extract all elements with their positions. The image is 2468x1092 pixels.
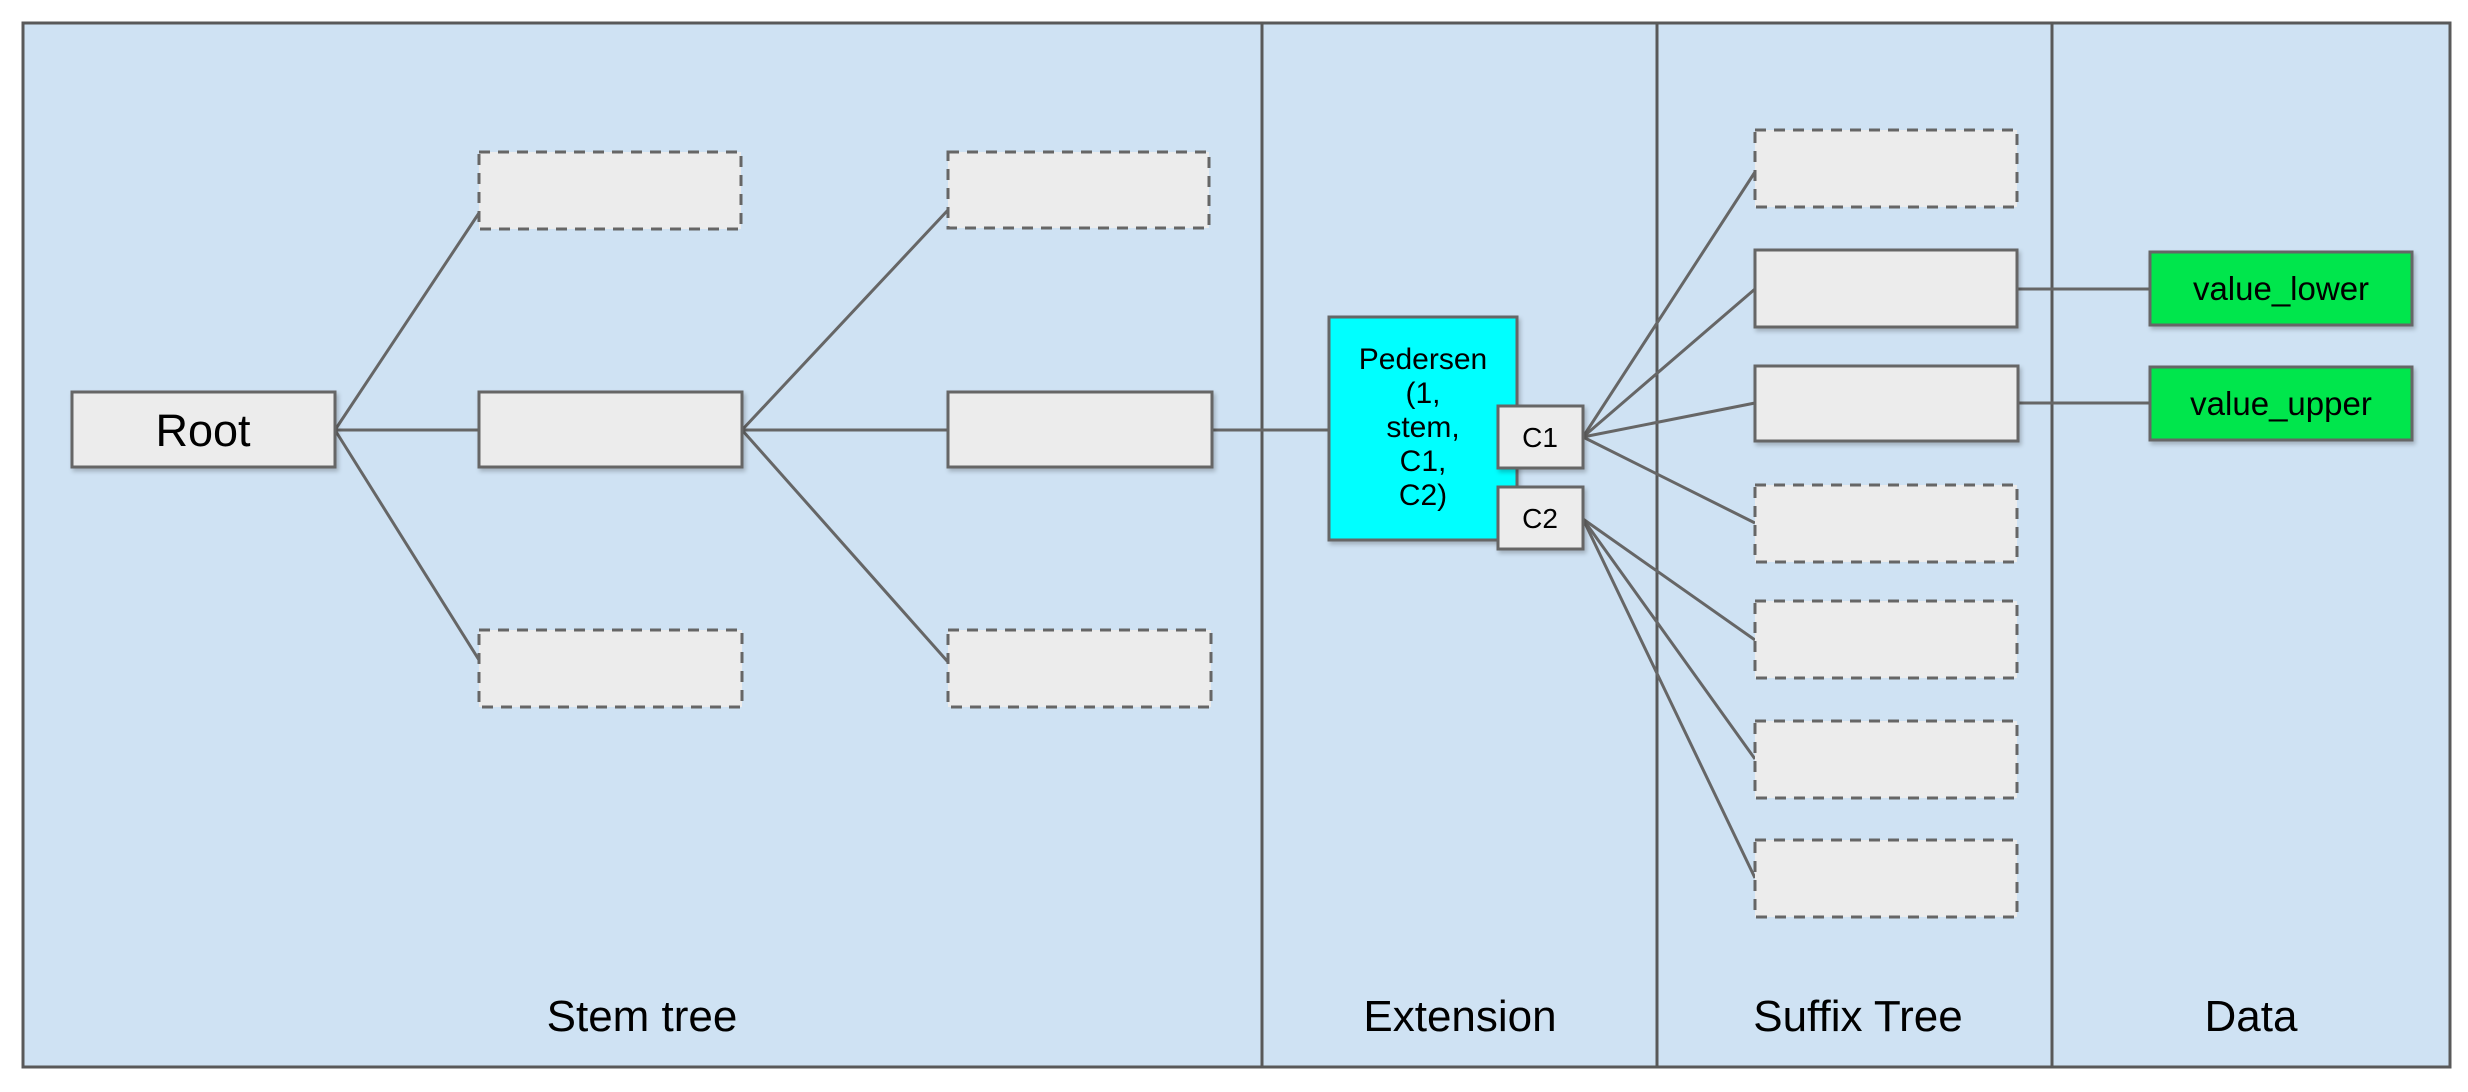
edge-root-to-stem1-upper	[333, 212, 481, 431]
section-label-stem-tree: Stem tree	[547, 992, 738, 1041]
stem-internal-node-2	[946, 390, 1214, 469]
edge-c2-to-suffix5	[1582, 517, 1756, 642]
edge-group	[333, 171, 2150, 879]
edge-c1-to-suffix1	[1581, 171, 1757, 438]
section-label-suffix-tree: Suffix Tree	[1753, 992, 1963, 1041]
suffix-internal-node-upper	[1753, 364, 2020, 443]
edge-c1-to-suffix3	[1582, 401, 1756, 439]
c1-label: C1	[1522, 422, 1558, 453]
suffix-placeholder-6	[1753, 719, 2019, 800]
suffix-placeholder-4	[1753, 483, 2019, 564]
suffix-placeholder-7	[1753, 838, 2019, 919]
root-label: Root	[155, 405, 251, 456]
pedersen-label-line1: Pedersen	[1359, 343, 1487, 376]
stem-internal-node-1	[477, 390, 744, 469]
edge-stem1-to-stem2-upper	[740, 208, 950, 432]
section-label-extension: Extension	[1363, 992, 1556, 1041]
pedersen-label-line3: stem,	[1386, 411, 1459, 444]
root-box	[70, 390, 337, 469]
root-node: Root	[70, 390, 337, 469]
c2-box	[1496, 485, 1585, 551]
section-label-data: Data	[2205, 992, 2298, 1041]
c2-label: C2	[1522, 503, 1558, 534]
pedersen-label-line2: (1,	[1405, 377, 1440, 410]
value-upper-node: value_upper	[2148, 365, 2414, 442]
suffix-placeholder-5	[1753, 599, 2019, 680]
stem-placeholder-lower-2	[946, 628, 1213, 709]
value-upper-box	[2148, 365, 2414, 442]
pedersen-commitment-node: Pedersen (1, stem, C1, C2)	[1327, 315, 1519, 542]
stem-placeholder-upper-1	[477, 150, 743, 231]
value-lower-label: value_lower	[2193, 270, 2369, 307]
suffix-placeholder-1	[1753, 128, 2019, 209]
stem-placeholder-lower-1	[477, 628, 744, 709]
c1-box	[1496, 404, 1585, 470]
value-upper-label: value_upper	[2190, 385, 2372, 422]
pedersen-label-line5: C2)	[1399, 479, 1447, 512]
suffix-internal-node-lower	[1753, 248, 2019, 329]
edge-c2-to-suffix6	[1581, 518, 1757, 760]
stem-placeholder-upper-2	[946, 150, 1211, 230]
edge-c1-to-suffix2	[1582, 287, 1756, 439]
value-lower-box	[2148, 250, 2414, 327]
c2-node: C2	[1496, 485, 1585, 551]
edge-stem1-to-stem2-lower	[740, 429, 950, 663]
edge-c1-to-suffix4	[1582, 435, 1756, 525]
pedersen-label-line4: C1,	[1400, 445, 1447, 478]
pedersen-box	[1327, 315, 1519, 542]
edge-root-to-stem1-lower	[333, 429, 481, 661]
diagram-frame	[21, 21, 2452, 1069]
value-lower-node: value_lower	[2148, 250, 2414, 327]
c1-node: C1	[1496, 404, 1585, 470]
edge-c2-to-suffix7	[1581, 518, 1757, 879]
